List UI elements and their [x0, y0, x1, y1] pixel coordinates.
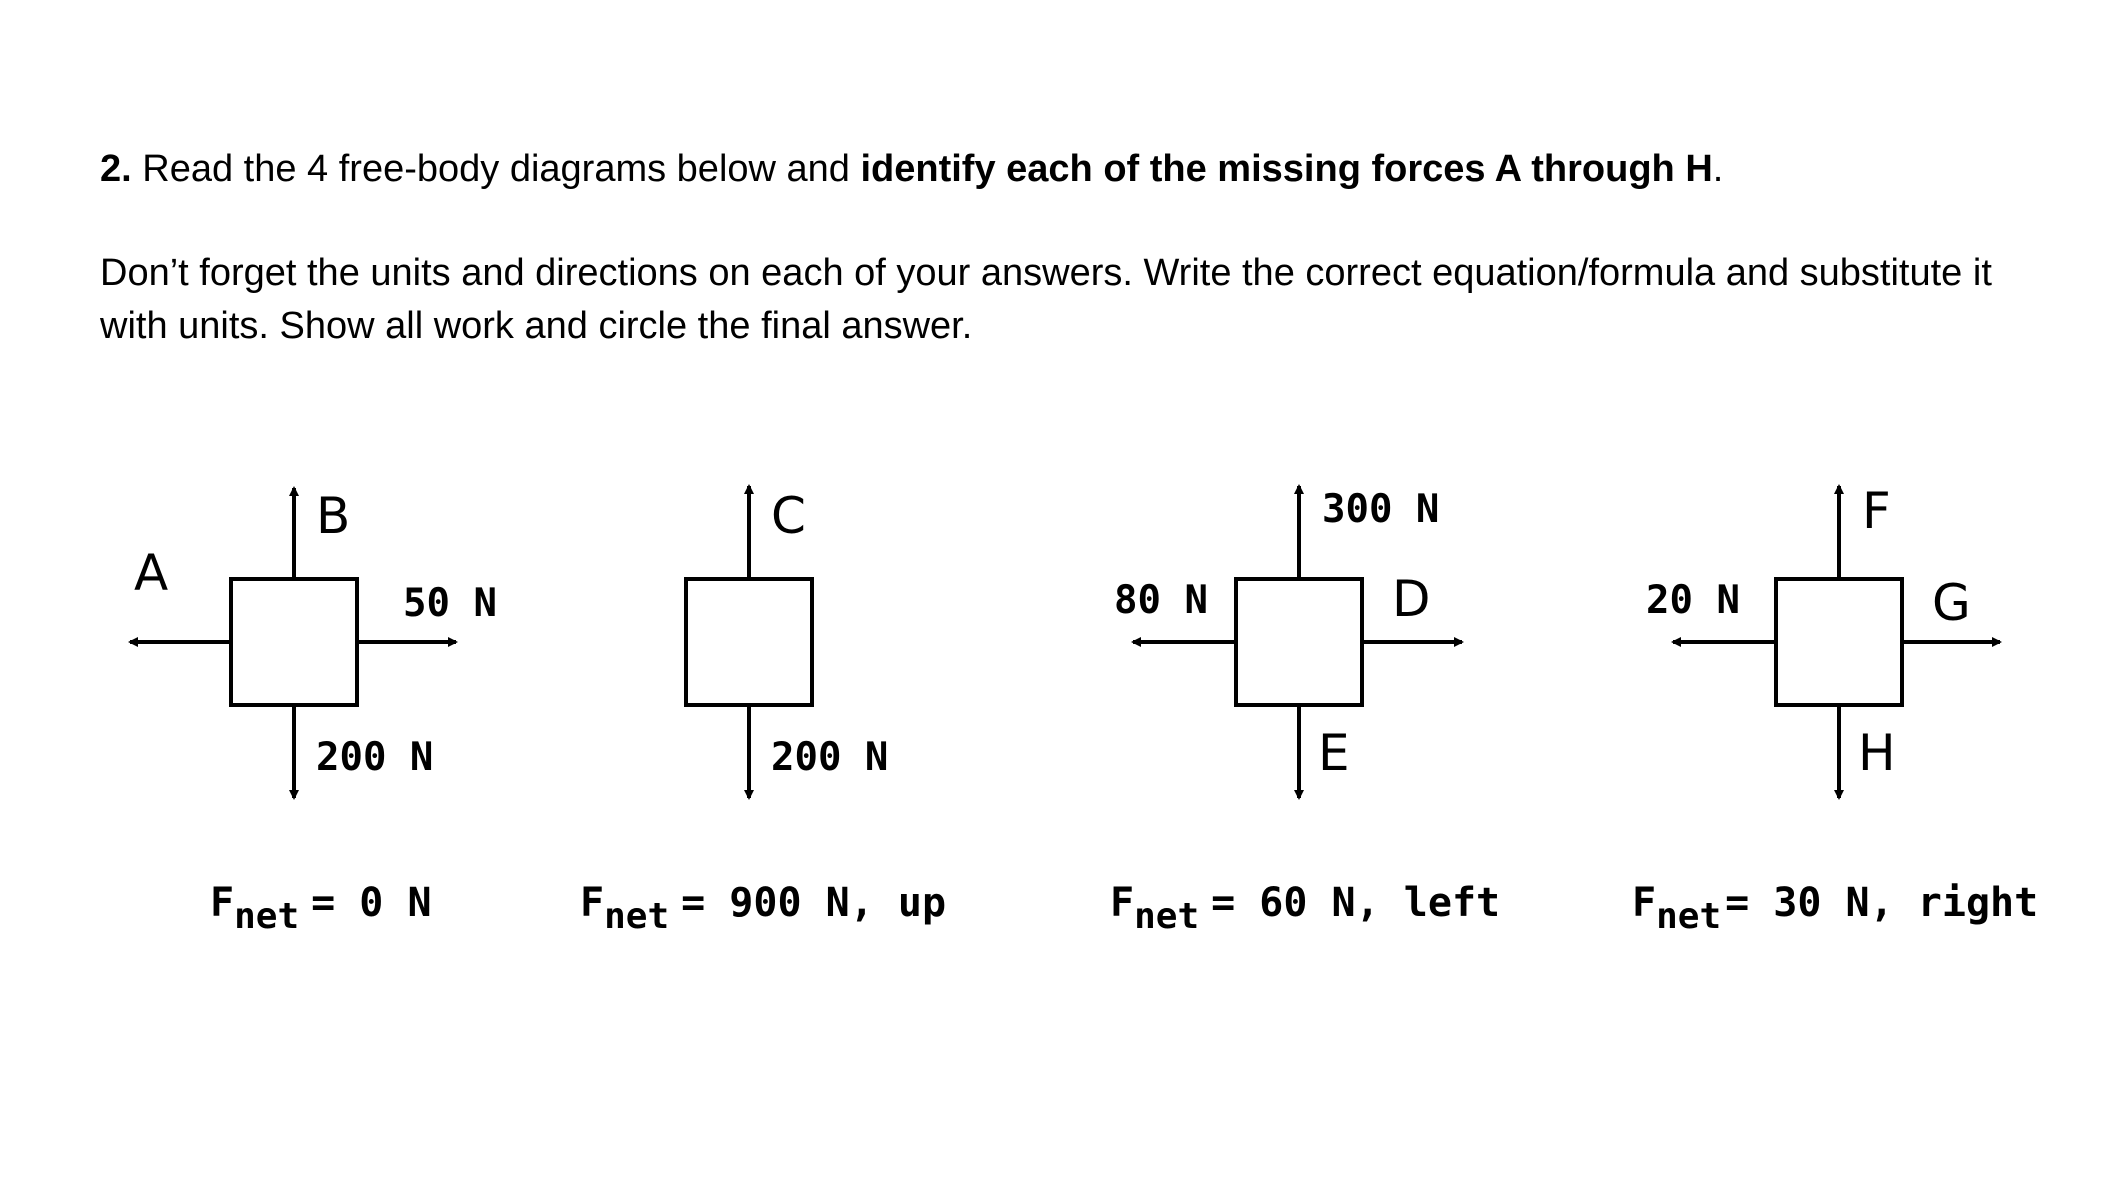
- question-number: 2.: [100, 148, 132, 190]
- fnet-caption-4: Fnet= 30 N, right: [1632, 880, 2038, 937]
- fnet-subscript: net: [1134, 896, 1199, 937]
- fnet-value-2: = 900 N, up: [681, 880, 946, 926]
- question-line: 2. Read the 4 free-body diagrams below a…: [100, 143, 1723, 196]
- question-emphasis: identify each of the missing forces A th…: [860, 148, 1713, 190]
- fnet-base: F: [1632, 880, 1656, 926]
- fnet-subscript: net: [1656, 896, 1721, 937]
- fnet-subscript: net: [604, 896, 669, 937]
- fnet-value-4: = 30 N, right: [1725, 880, 2038, 926]
- fnet-base: F: [580, 880, 604, 926]
- fnet-caption-2: Fnet = 900 N, up: [580, 880, 946, 937]
- question-intro: Read the 4 free-body diagrams below and: [131, 148, 861, 190]
- fnet-base: F: [1110, 880, 1134, 926]
- fnet-subscript: net: [234, 896, 299, 937]
- diagram-4: [1671, 484, 2002, 800]
- fnet-caption-1: Fnet = 0 N: [210, 880, 432, 937]
- body-box: [1234, 577, 1364, 707]
- force-label-e: E: [1318, 724, 1350, 782]
- diagram-3: [1131, 484, 1464, 800]
- diagram-1: [128, 486, 458, 800]
- force-label-left-3: 80 N: [1114, 578, 1208, 623]
- force-label-up-3: 300 N: [1322, 487, 1439, 532]
- body-box: [684, 577, 814, 707]
- force-label-b: B: [316, 487, 350, 545]
- question-end: .: [1712, 148, 1724, 190]
- free-body-diagrams: B A 50 N 200 N C 200 N 300 N 80 N D E F …: [128, 482, 2038, 937]
- force-label-left-4: 20 N: [1646, 578, 1740, 623]
- force-label-a: A: [134, 544, 168, 602]
- diagram-2: [684, 484, 814, 800]
- force-label-down-1: 200 N: [316, 735, 433, 780]
- body-box: [229, 577, 359, 707]
- fnet-value-3: = 60 N, left: [1211, 880, 1500, 926]
- instructions: Don’t forget the units and directions on…: [100, 252, 1992, 347]
- force-label-down-2: 200 N: [771, 735, 888, 780]
- force-label-right-1: 50 N: [403, 581, 497, 626]
- fnet-base: F: [210, 880, 234, 926]
- fnet-caption-3: Fnet = 60 N, left: [1110, 880, 1500, 937]
- force-label-f: F: [1862, 482, 1891, 540]
- fnet-value-1: = 0 N: [311, 880, 431, 926]
- force-label-g: G: [1932, 574, 1971, 632]
- force-label-c: C: [771, 487, 806, 545]
- force-label-d: D: [1392, 570, 1431, 628]
- body-box: [1774, 577, 1904, 707]
- force-label-h: H: [1858, 724, 1896, 782]
